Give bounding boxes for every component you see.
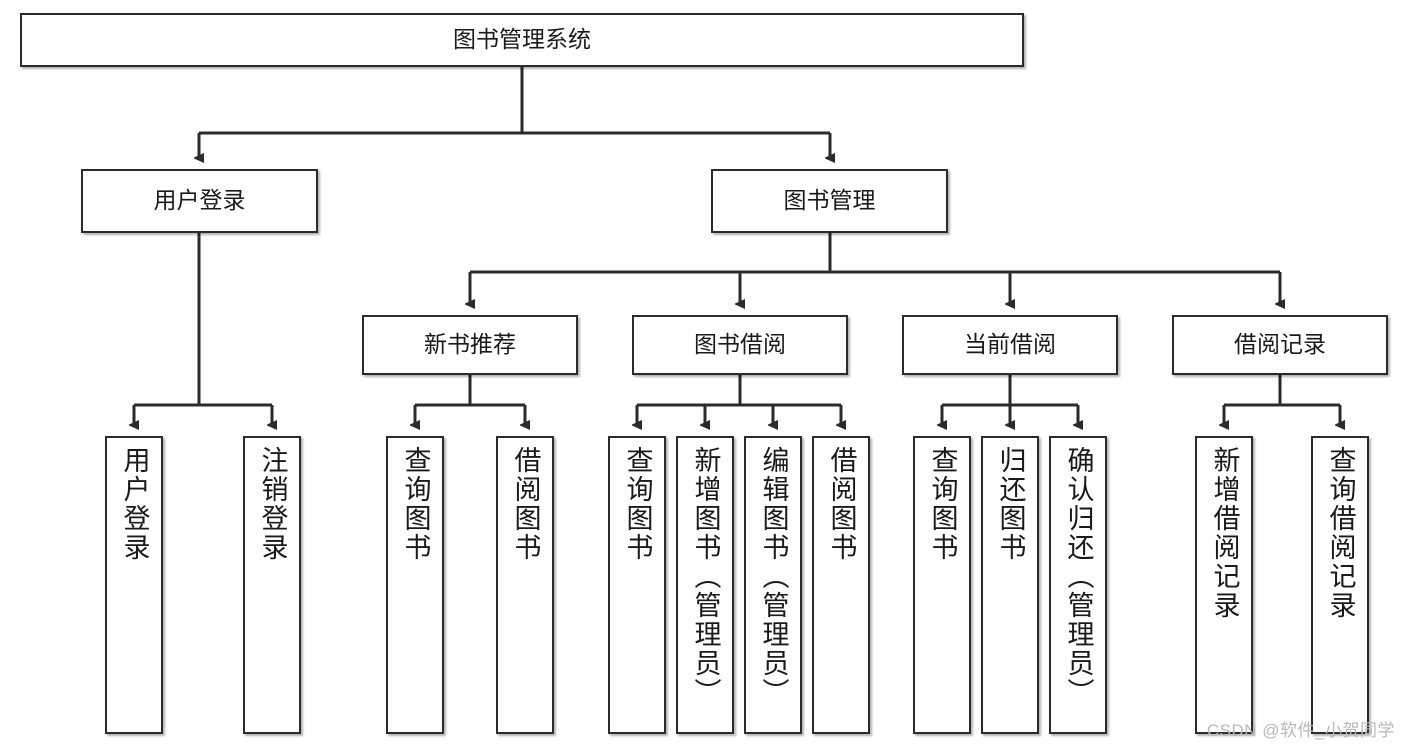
- leaf-book-borrow-edit[interactable]: 编辑图书（管理员）: [744, 436, 802, 734]
- leaf-borrow-record-add[interactable]: 新增借阅记录: [1195, 436, 1253, 734]
- node-label: 归还图书: [995, 446, 1026, 562]
- leaf-current-borrow-return[interactable]: 归还图书: [981, 436, 1039, 734]
- node-label: 图书管理: [783, 187, 876, 214]
- node-label: 用户登录: [153, 187, 246, 214]
- node-label: 新增图书（管理员）: [690, 446, 721, 707]
- leaf-book-borrow-borrow[interactable]: 借阅图书: [812, 436, 870, 734]
- node-label: 借阅记录: [1234, 331, 1326, 358]
- node-label: 确认归还（管理员）: [1063, 446, 1094, 707]
- leaf-current-borrow-confirm[interactable]: 确认归还（管理员）: [1049, 436, 1107, 734]
- leaf-new-book-query[interactable]: 查询图书: [386, 436, 444, 734]
- leaf-user-login-login[interactable]: 用户登录: [105, 436, 163, 734]
- node-label: 借阅图书: [826, 446, 857, 562]
- node-root-system[interactable]: 图书管理系统: [20, 13, 1024, 67]
- node-label: 当前借阅: [964, 331, 1056, 358]
- node-borrow-record[interactable]: 借阅记录: [1172, 315, 1388, 375]
- node-label: 图书管理系统: [453, 26, 591, 53]
- leaf-book-borrow-query[interactable]: 查询图书: [608, 436, 666, 734]
- node-label: 查询图书: [400, 446, 431, 562]
- node-label: 图书借阅: [694, 331, 786, 358]
- node-label: 新书推荐: [424, 331, 516, 358]
- node-label: 查询图书: [927, 446, 958, 562]
- node-label: 借阅图书: [510, 446, 541, 562]
- node-label: 注销登录: [257, 446, 288, 562]
- leaf-user-login-logout[interactable]: 注销登录: [243, 436, 301, 734]
- node-book-borrow[interactable]: 图书借阅: [632, 315, 848, 375]
- node-book-management[interactable]: 图书管理: [711, 169, 948, 233]
- leaf-current-borrow-query[interactable]: 查询图书: [913, 436, 971, 734]
- leaf-new-book-borrow[interactable]: 借阅图书: [496, 436, 554, 734]
- node-user-login[interactable]: 用户登录: [81, 169, 318, 233]
- node-label: 用户登录: [119, 446, 150, 562]
- leaf-borrow-record-query[interactable]: 查询借阅记录: [1311, 436, 1369, 734]
- node-label: 编辑图书（管理员）: [758, 446, 789, 707]
- node-new-book-recommend[interactable]: 新书推荐: [362, 315, 578, 375]
- leaf-book-borrow-add[interactable]: 新增图书（管理员）: [676, 436, 734, 734]
- node-label: 新增借阅记录: [1209, 446, 1240, 620]
- node-label: 查询借阅记录: [1325, 446, 1356, 620]
- node-current-borrow[interactable]: 当前借阅: [902, 315, 1118, 375]
- node-label: 查询图书: [622, 446, 653, 562]
